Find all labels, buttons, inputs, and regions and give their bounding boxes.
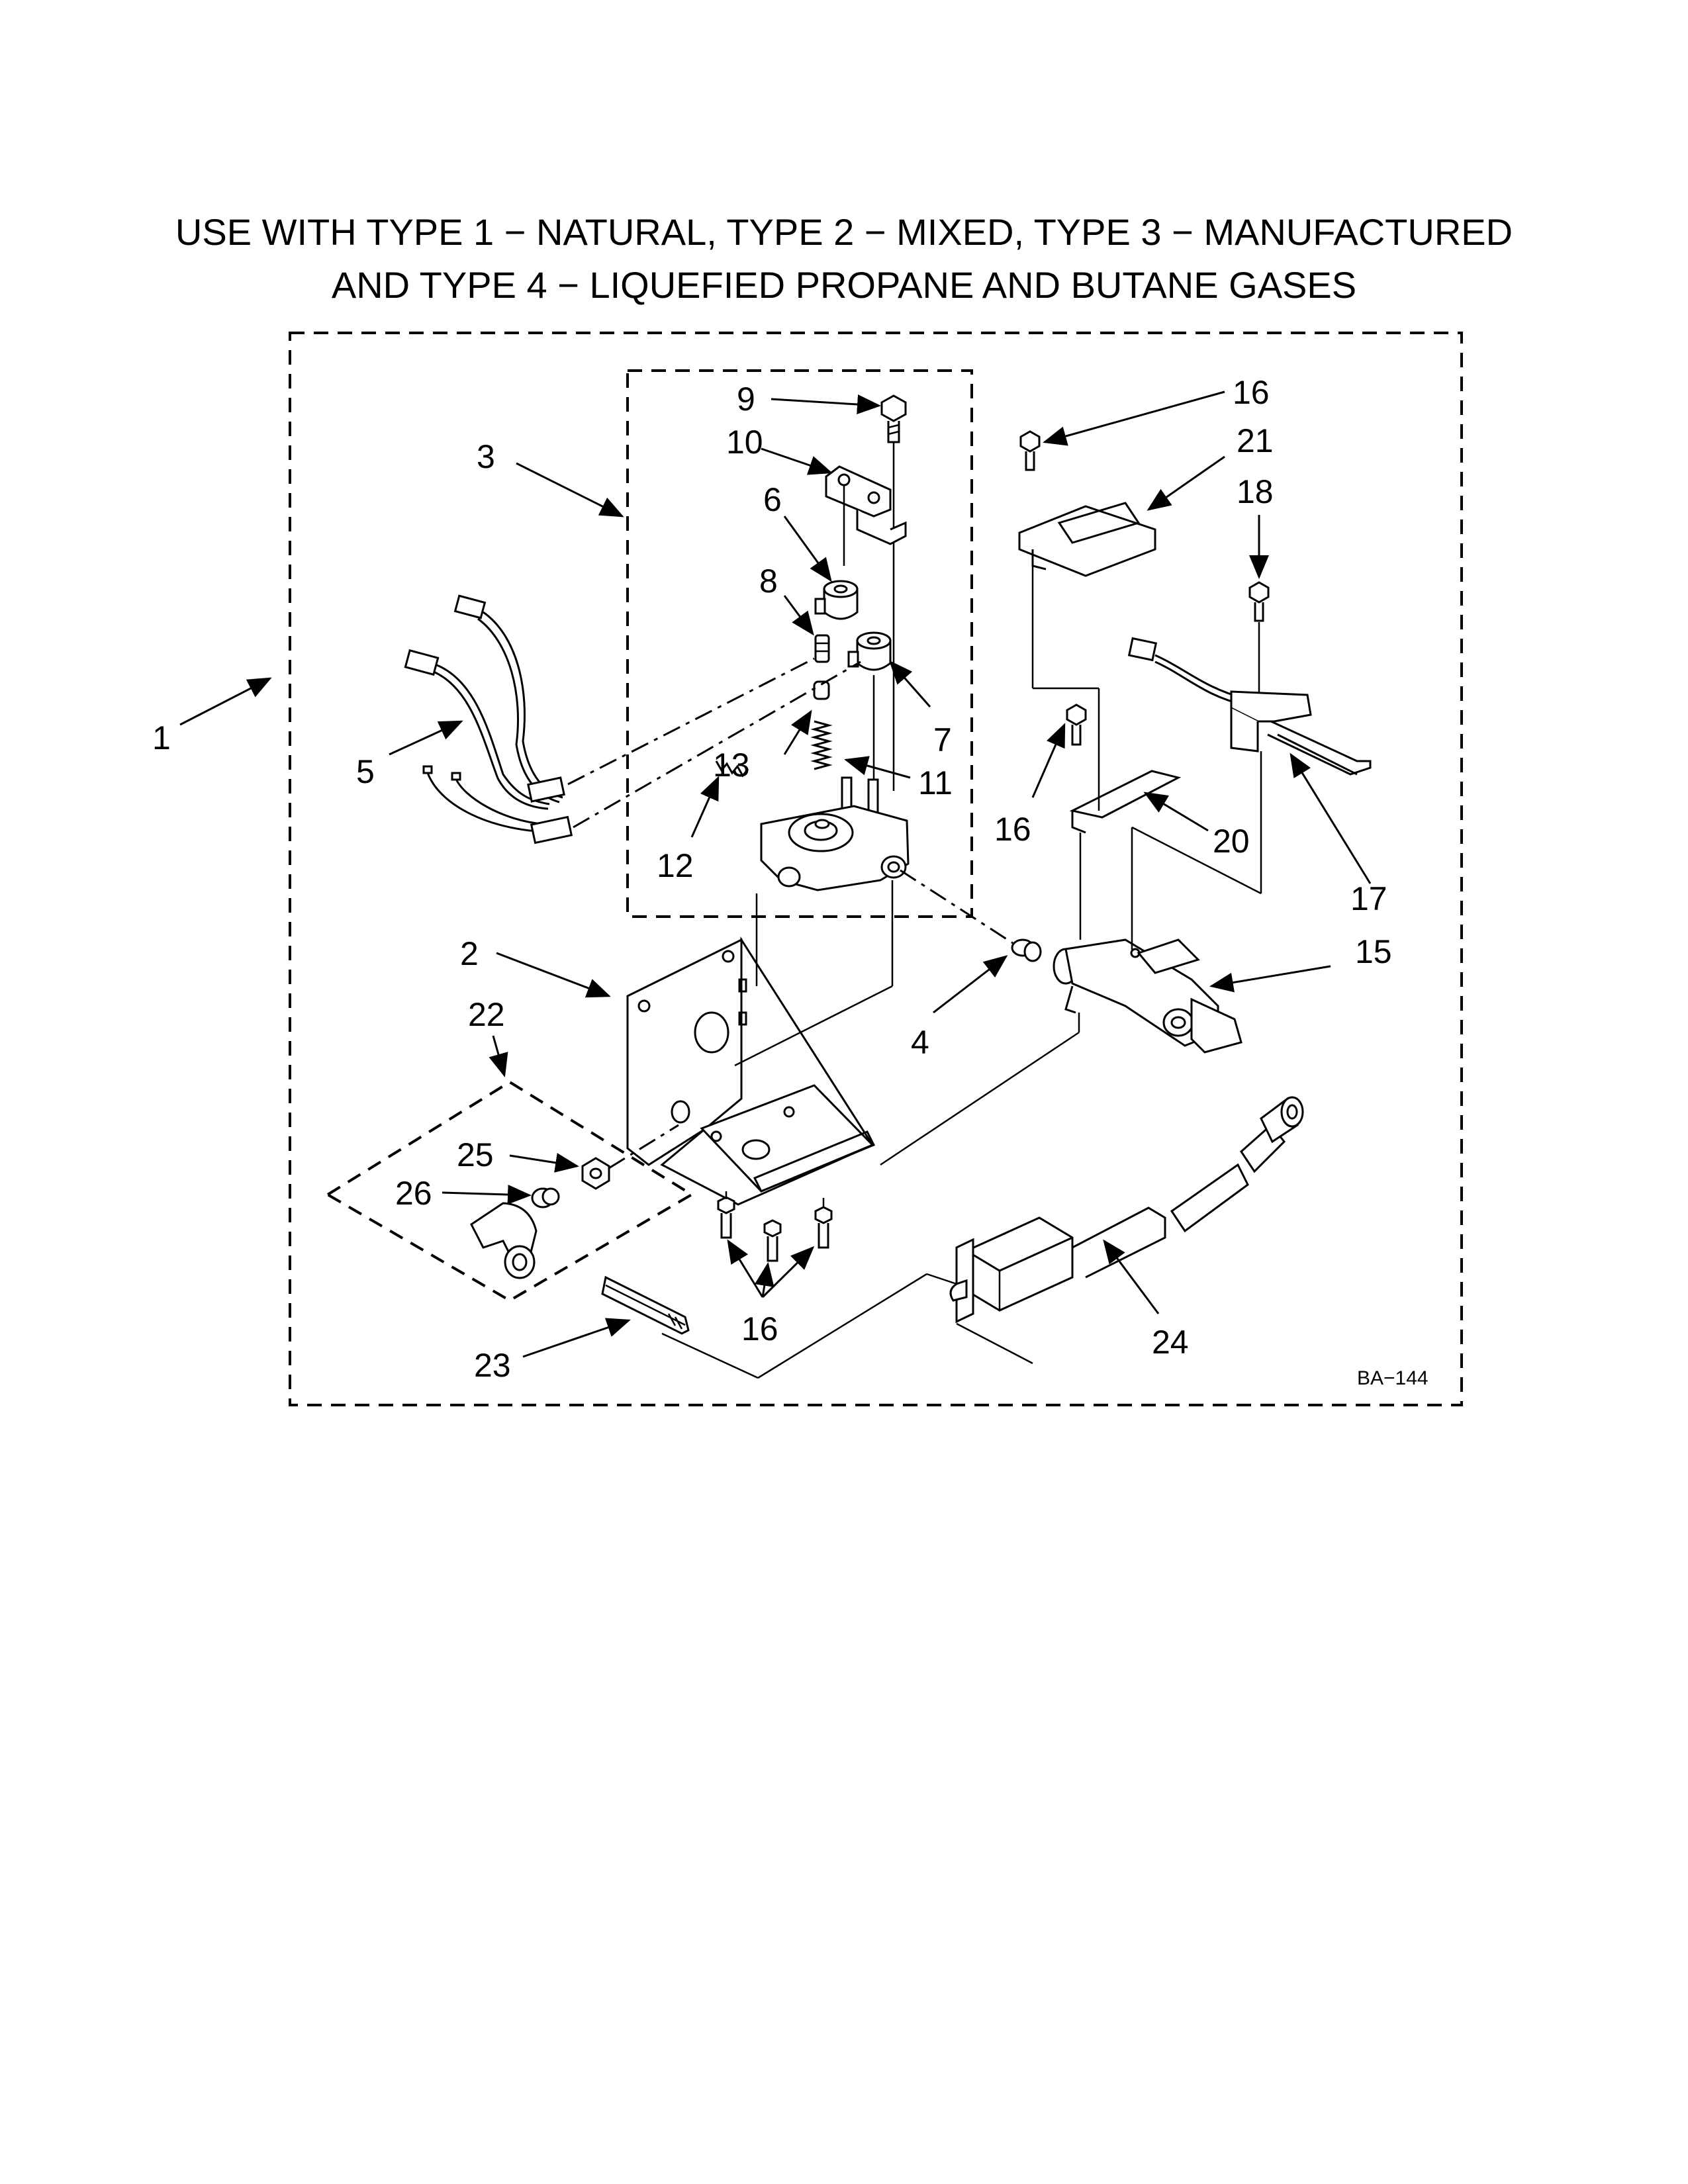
part-label-7: 7	[933, 721, 952, 758]
screw-part-9	[880, 394, 907, 791]
orifice-part-4	[900, 869, 1042, 962]
screws-part-16-bottom	[717, 1191, 833, 1262]
part-label-4: 4	[911, 1024, 929, 1061]
part-label-26: 26	[395, 1175, 432, 1212]
valve-part-24	[949, 1206, 1166, 1365]
part-label-17: 17	[1350, 880, 1387, 917]
arrow-part-17	[1289, 752, 1372, 884]
spring-part-13	[810, 720, 833, 770]
spring-part-12	[715, 760, 749, 778]
nut-part-25	[581, 1124, 679, 1190]
arrow-part-16-bottom-left	[727, 1239, 764, 1298]
part-label-2: 2	[460, 935, 479, 972]
coil-part-7	[847, 631, 892, 788]
arrow-part-11	[844, 756, 911, 779]
arrow-part-21	[1147, 455, 1225, 511]
fitting-part-26	[531, 1187, 560, 1208]
arrow-part-15	[1209, 965, 1331, 993]
part-label-13: 13	[713, 747, 750, 784]
part-label-6: 6	[763, 481, 782, 518]
arrow-part-16-bottom-right	[761, 1246, 815, 1298]
arrow-part-9	[771, 394, 881, 414]
arrow-part-26	[442, 1185, 532, 1205]
part-label-3: 3	[477, 438, 495, 475]
part-label-16-top: 16	[1233, 374, 1270, 411]
burner-part-15	[1053, 938, 1243, 1054]
part-label-18: 18	[1237, 473, 1274, 510]
part-label-12: 12	[657, 847, 694, 884]
plunger-part-8	[813, 634, 830, 700]
part-label-10: 10	[726, 424, 763, 461]
part-label-15: 15	[1355, 933, 1392, 970]
part-label-22: 22	[468, 996, 505, 1033]
arrow-part-25	[509, 1153, 579, 1173]
arrow-part-5	[389, 720, 463, 756]
bracket-connection-line	[880, 1031, 1080, 1166]
bracket-part-20	[1069, 688, 1182, 950]
part-label-5: 5	[356, 753, 375, 790]
arrow-part-12	[690, 776, 720, 838]
arrow-part-7	[889, 660, 931, 707]
bracket-part-10	[825, 465, 907, 566]
screw-part-18	[1248, 581, 1270, 708]
arrow-part-16-middle	[1031, 723, 1066, 798]
part-label-24: 24	[1152, 1324, 1189, 1361]
elbow-fitting	[470, 1202, 538, 1279]
stud-connection-line	[757, 1273, 927, 1379]
arrow-part-20	[1143, 792, 1209, 832]
arrow-part-1	[179, 677, 272, 726]
part-label-21: 21	[1237, 422, 1274, 459]
mounting-bracket-part-2	[626, 880, 894, 1206]
screw-part-16-middle	[1066, 704, 1087, 746]
assembly-boundary	[289, 332, 1463, 1406]
page-title-line-1: USE WITH TYPE 1 − NATURAL, TYPE 2 − MIXE…	[175, 211, 1513, 253]
arrow-part-22	[489, 1035, 508, 1077]
part-label-16-bottom: 16	[741, 1310, 778, 1347]
part-label-11: 11	[918, 764, 953, 801]
part-label-9: 9	[737, 381, 755, 418]
arrow-part-16-top	[1043, 390, 1225, 446]
part-label-25: 25	[457, 1136, 494, 1173]
page-title-line-2: AND TYPE 4 − LIQUEFIED PROPANE AND BUTAN…	[331, 264, 1357, 306]
valve-subassembly-boundary	[626, 369, 973, 918]
arrow-part-24	[1103, 1239, 1160, 1314]
part-label-16-middle: 16	[994, 811, 1031, 848]
arrow-part-8	[783, 595, 814, 636]
arrow-part-6	[783, 516, 832, 582]
part-label-1: 1	[152, 719, 171, 756]
stud-part-23	[601, 1275, 690, 1335]
diagram-code: BA−144	[1357, 1367, 1429, 1389]
arrow-part-2	[496, 952, 611, 998]
wire-harness-part-5	[404, 594, 861, 844]
arrow-part-13	[783, 709, 812, 755]
bracket-part-21	[1018, 502, 1156, 690]
arrow-part-16-bottom-middle	[754, 1262, 774, 1298]
coil-part-6	[814, 580, 859, 620]
part-label-20: 20	[1213, 823, 1250, 860]
part-label-8: 8	[759, 563, 778, 600]
screw-part-16-top	[1019, 430, 1041, 471]
gas-valve-body	[760, 805, 910, 891]
gas-inlet-tube	[1170, 1096, 1304, 1233]
arrow-part-23	[522, 1318, 631, 1358]
igniter-part-17	[1127, 637, 1372, 895]
stud-leader-line	[661, 1332, 759, 1379]
arrow-part-3	[516, 462, 624, 518]
part-label-23: 23	[474, 1347, 511, 1384]
valve-connection-line	[926, 1273, 957, 1285]
arrow-part-10	[761, 447, 833, 475]
arrow-part-4	[933, 955, 1008, 1014]
